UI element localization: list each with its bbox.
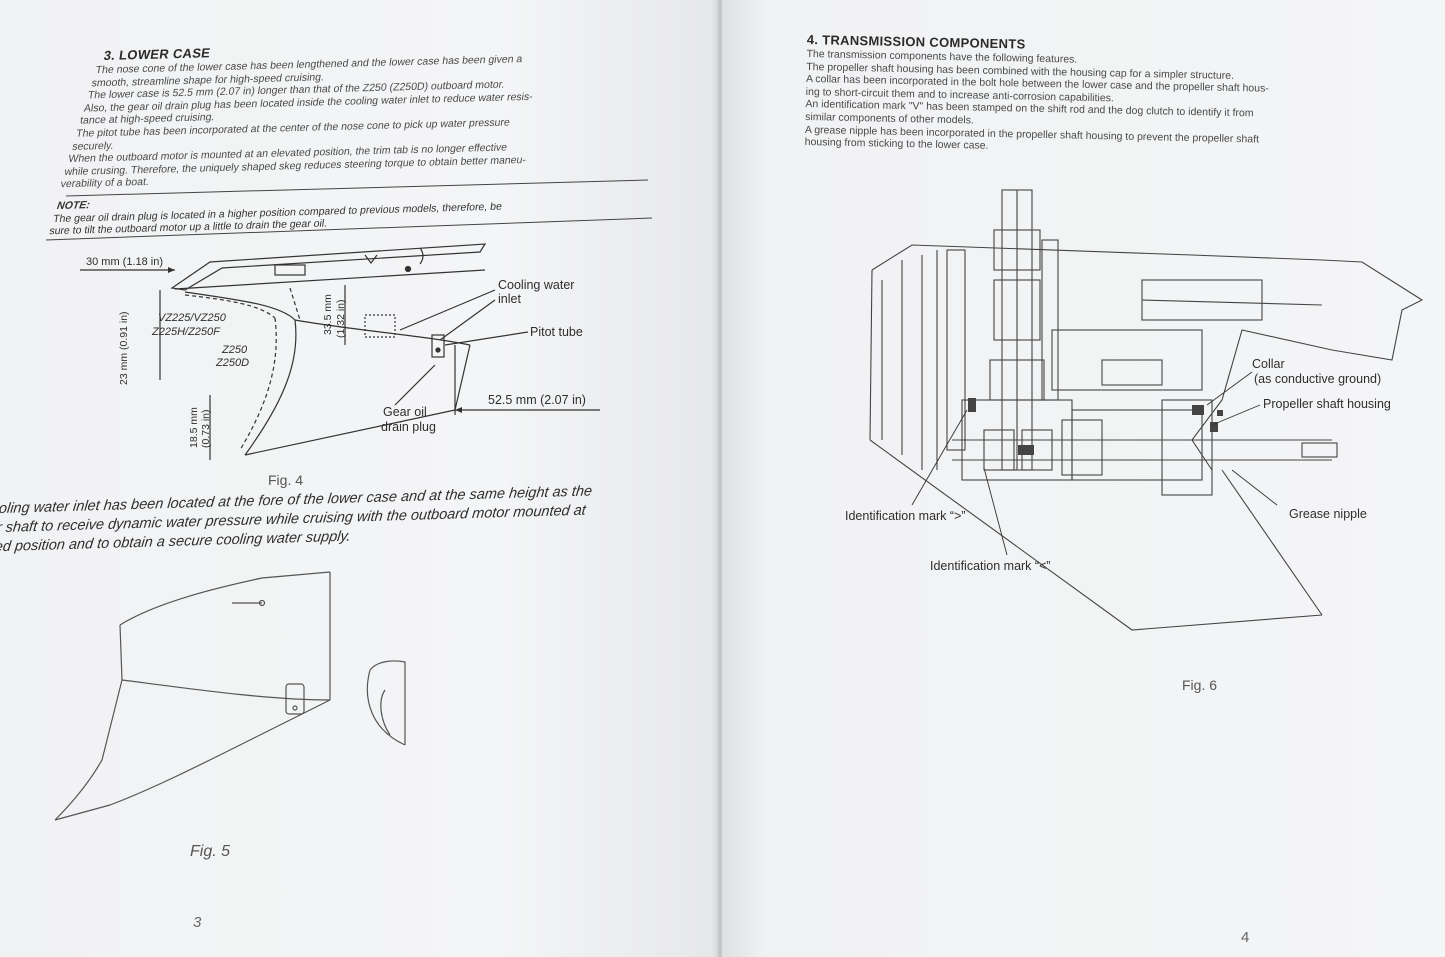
note-rule-top (45, 179, 653, 241)
fig6-id-mark-lt: Identification mark “<” (930, 559, 1051, 573)
fig5-lower-case-sketch (54, 571, 406, 821)
fig6-id-mark-gt: Identification mark “>” (845, 509, 966, 523)
fig5-caption: Fig. 5 (190, 843, 231, 860)
page-number-left: 3 (193, 914, 202, 931)
fig6-collar-label-2: (as conductive ground) (1254, 372, 1382, 386)
fig6-grease-label: Grease nipple (1289, 507, 1367, 521)
page-number-right: 4 (1241, 929, 1250, 946)
fig6-caption: Fig. 6 (1182, 677, 1218, 693)
fig4-model-z225h: Z225H/Z250F (152, 326, 220, 338)
fig4-cooling-label-2: inlet (498, 292, 521, 306)
fig4-cooling-label-1: Cooling water (498, 278, 575, 292)
fig4-pitot-label: Pitot tube (530, 325, 583, 339)
fig6-collar-label-1: Collar (1252, 357, 1285, 371)
fig4-lower-case-diagram (80, 243, 600, 460)
fig4-model-vz: VZ225/VZ250 (158, 312, 226, 324)
fig4-dim-30: 30 mm (1.18 in) (86, 256, 164, 268)
right-page: 4. TRANSMISSION COMPONENTS The transmiss… (722, 0, 1445, 957)
fig4-model-z250: Z250 (222, 344, 248, 356)
left-page: 3. LOWER CASE The nose cone of the lower… (0, 0, 718, 957)
fig6-prop-housing-label: Propeller shaft housing (1263, 397, 1391, 411)
fig6-transmission-cutaway (869, 189, 1424, 631)
fig4-dim-52: 52.5 mm (2.07 in) (488, 393, 586, 407)
fig4-gear-label-1: Gear oil (383, 405, 427, 419)
fig4-gear-label-2: drain plug (381, 420, 436, 434)
fig4-caption: Fig. 4 (268, 472, 304, 488)
fig4-model-z250d: Z250D (216, 357, 250, 369)
